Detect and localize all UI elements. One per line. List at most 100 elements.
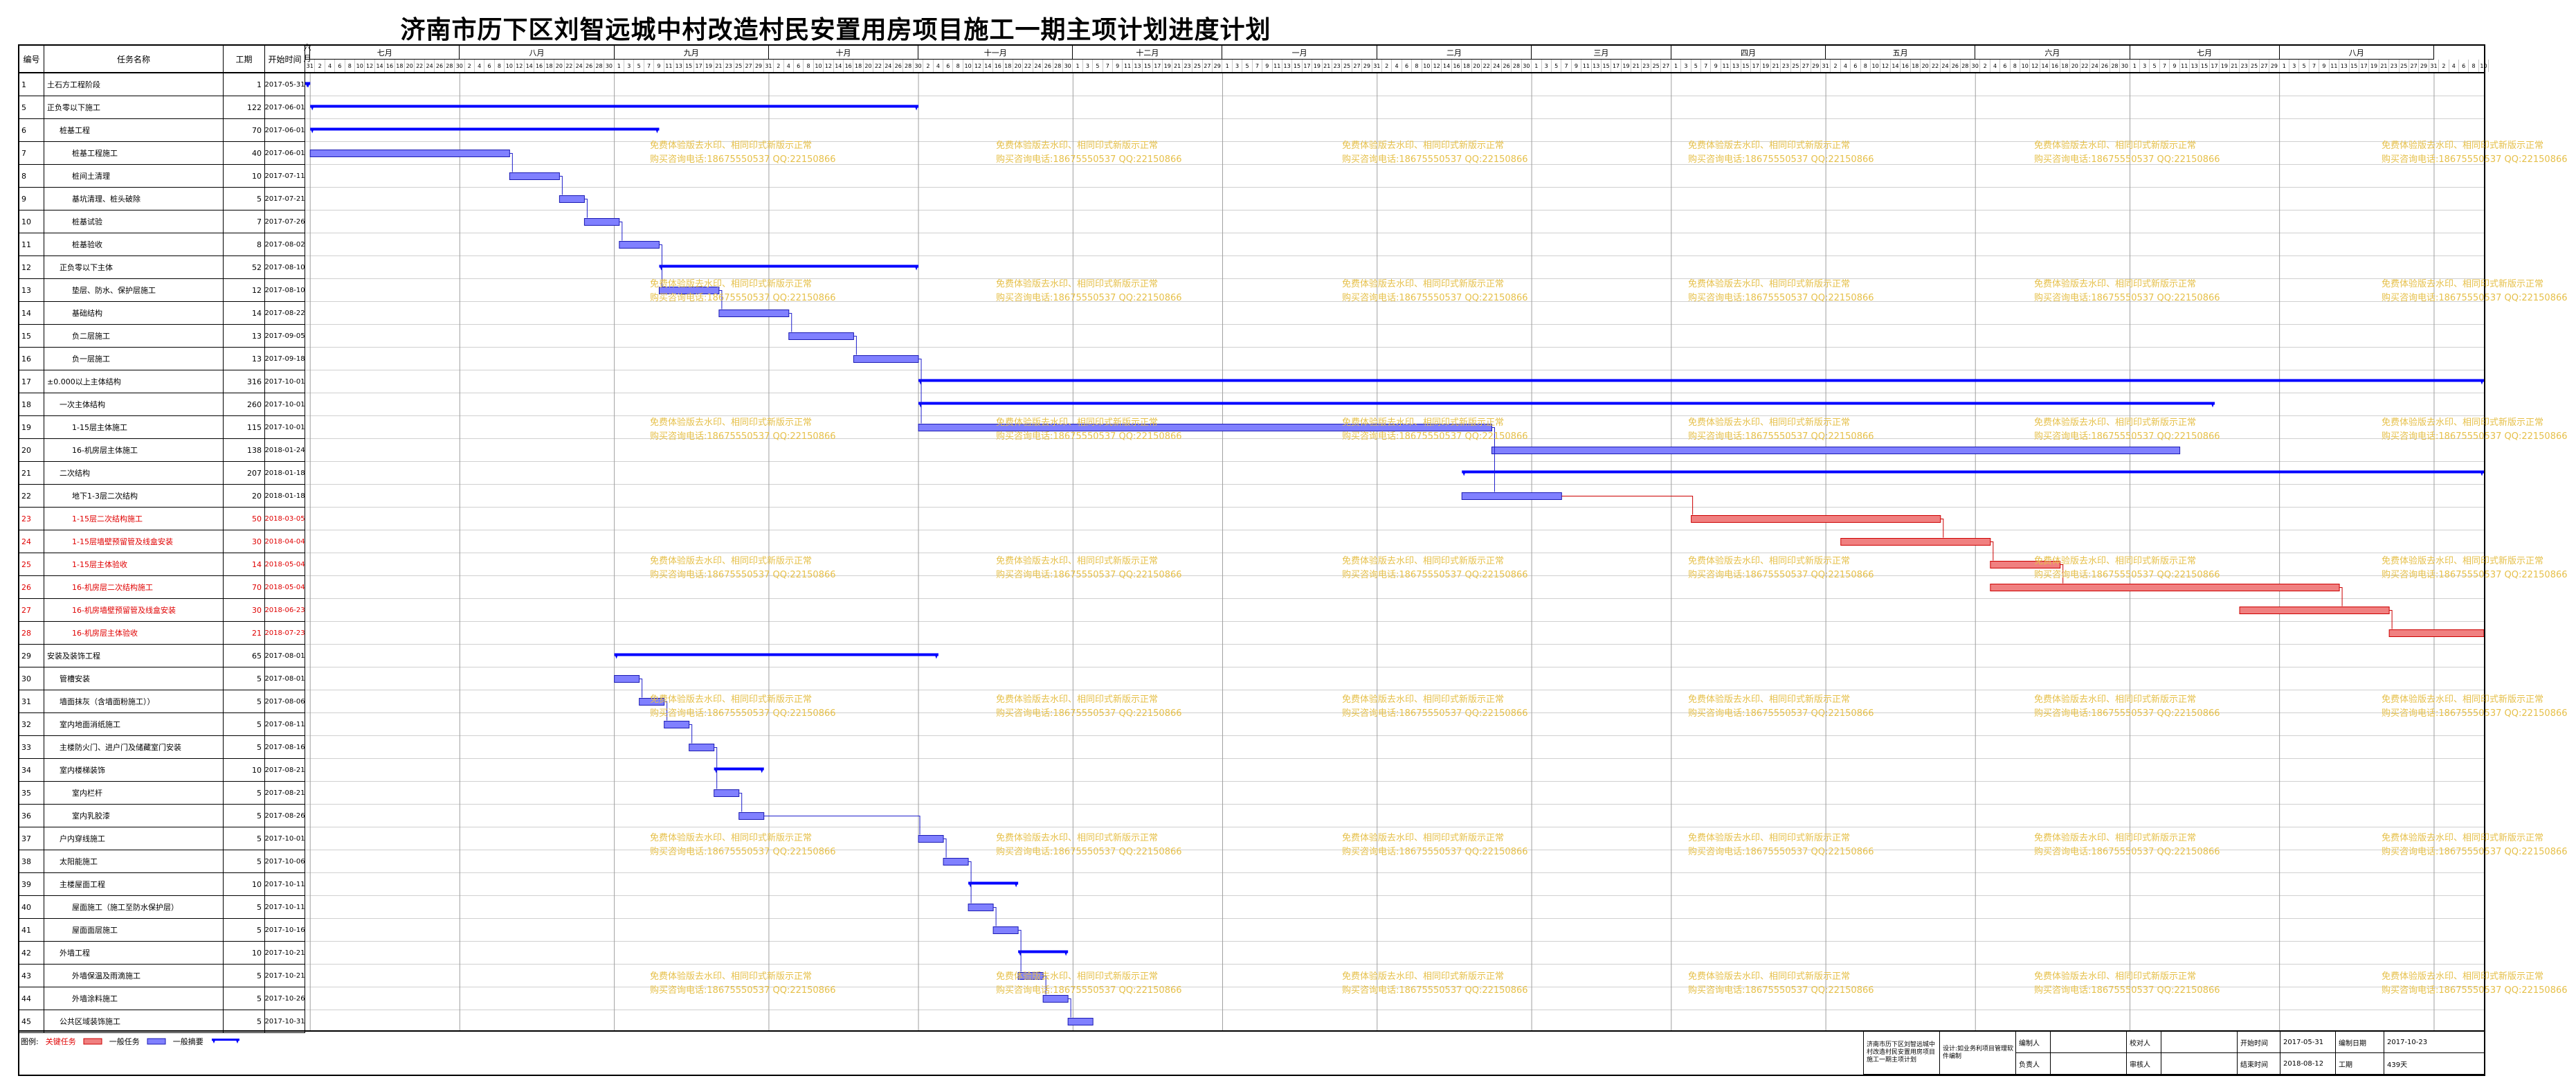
day-tick: 2 (1382, 60, 1393, 72)
task-start: 2017-10-01 (265, 416, 305, 438)
day-tick: 13 (1592, 60, 1602, 72)
day-tick: 1 (2280, 60, 2290, 72)
task-name: 垫层、防水、保护层施工 (44, 279, 224, 301)
day-tick: 27 (1801, 60, 1811, 72)
day-tick: 26 (2100, 60, 2110, 72)
day-tick: 2 (1980, 60, 1990, 72)
day-tick: 9 (1711, 60, 1721, 72)
task-bar (619, 241, 660, 249)
day-tick: 26 (1502, 60, 1512, 72)
day-tick: 16 (385, 60, 395, 72)
day-tick: 14 (2040, 60, 2051, 72)
column-header-name: 任务名称 (44, 46, 224, 73)
day-tick: 25 (1651, 60, 1662, 72)
task-bar (583, 218, 620, 226)
day-tick: 16 (844, 60, 854, 72)
sig-checker-label: 校对人 (2126, 1032, 2161, 1053)
summary-bar (659, 264, 919, 268)
day-tick: 11 (2180, 60, 2190, 72)
day-tick: 6 (484, 60, 495, 72)
day-tick: 28 (1053, 60, 1063, 72)
day-tick: 21 (714, 60, 725, 72)
month-label: 二月 (1377, 46, 1532, 60)
day-tick: 29 (2419, 60, 2429, 72)
task-id: 6 (19, 119, 44, 141)
task-start: 2017-07-11 (265, 165, 305, 187)
summary-bar-end-marker (2480, 470, 2484, 476)
day-tick: 16 (1452, 60, 1462, 72)
task-id: 39 (19, 873, 44, 895)
day-tick: 22 (1930, 60, 1941, 72)
footer: 图例: 关键任务 一般任务 一般摘要 济南市历下区刘智远城中村改造村民安置用房项… (19, 1030, 2484, 1075)
dependency-link (1018, 930, 1022, 972)
task-id: 44 (19, 987, 44, 1010)
task-bar (1461, 492, 1562, 500)
critical-task-bar (2388, 629, 2484, 637)
day-tick: 3 (624, 60, 635, 72)
month-label: 三月 (1532, 46, 1671, 60)
day-tick: 8 (1861, 60, 1871, 72)
day-tick: 14 (525, 60, 535, 72)
sig-reviewer-value (2161, 1053, 2237, 1075)
day-tick: 4 (784, 60, 794, 72)
task-bar (853, 355, 919, 363)
day-tick: 16 (534, 60, 545, 72)
task-name: 正负零以下施工 (44, 96, 224, 118)
task-name: 二次结构 (44, 462, 224, 484)
task-duration: 5 (224, 896, 265, 918)
task-duration: 70 (224, 119, 265, 141)
task-name: 屋面面层施工 (44, 919, 224, 941)
day-tick: 28 (1512, 60, 1522, 72)
day-tick: 23 (2389, 60, 2400, 72)
task-duration: 65 (224, 645, 265, 667)
day-tick: 21 (1172, 60, 1183, 72)
dependency-link (2389, 610, 2393, 629)
day-tick: 14 (375, 60, 386, 72)
task-id: 17 (19, 370, 44, 393)
task-name: 室内楼梯装饰 (44, 759, 224, 781)
task-duration: 5 (224, 850, 265, 872)
